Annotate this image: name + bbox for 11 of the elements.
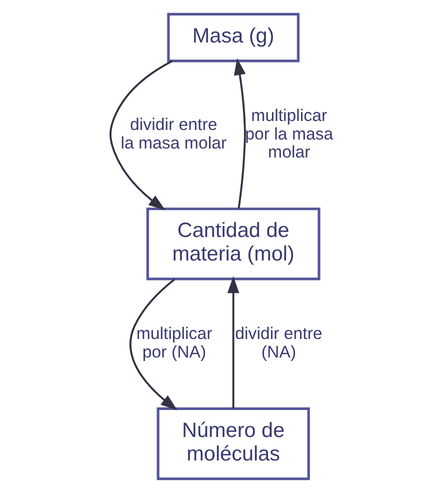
node-box: Cantidad de materia (mol) [146,207,320,280]
node-box: Masa (g) [167,12,300,62]
arrow [234,58,246,208]
edge-label: dividir entre la masa molar [120,114,227,152]
arrow [227,276,240,408]
edge-label: multiplicar por (NA) [136,324,212,361]
edge-label: multiplicar por la masa molar [245,106,334,161]
arrow [110,60,173,210]
node-box: Número de moléculas [156,406,310,480]
edge-label: dividir entre (NA) [235,324,322,361]
arrow [129,278,178,410]
